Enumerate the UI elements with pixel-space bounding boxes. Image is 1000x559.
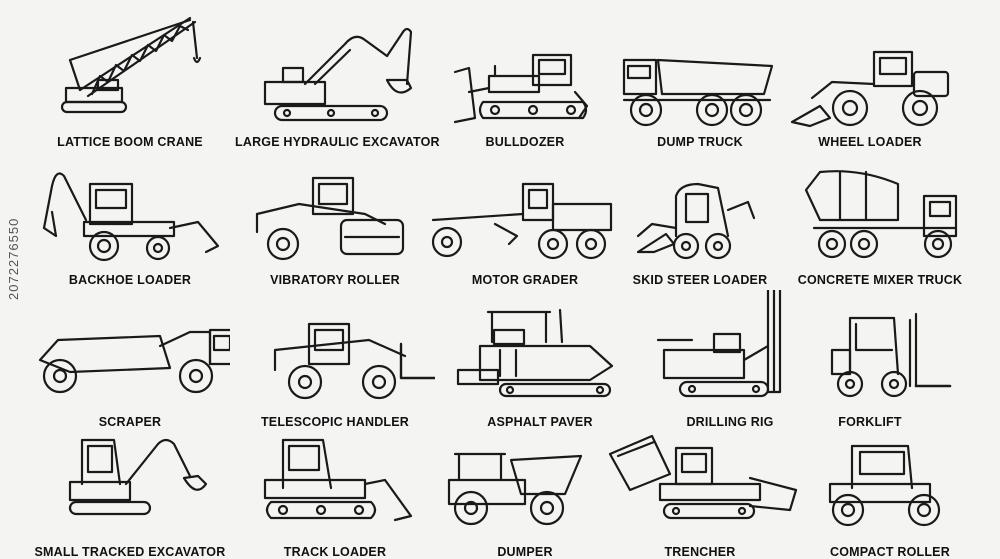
vehicle-label: TELESCOPIC HANDLER	[260, 415, 410, 429]
vehicle-card-forklift: FORKLIFT	[770, 290, 970, 429]
backhoe-loader-icon	[42, 172, 220, 262]
vehicle-label: SKID STEER LOADER	[632, 273, 768, 287]
vehicle-label: ASPHALT PAVER	[487, 415, 593, 429]
skid-steer-loader-icon	[636, 182, 756, 260]
vehicle-card-skid-steer-loader: SKID STEER LOADER	[600, 148, 800, 287]
vehicle-label: WHEEL LOADER	[818, 135, 922, 149]
lattice-boom-crane-icon	[60, 16, 202, 114]
vehicle-label: DUMPER	[497, 545, 553, 559]
vehicle-label: DRILLING RIG	[686, 415, 774, 429]
track-loader-icon	[263, 438, 413, 522]
vehicle-card-drilling-rig: DRILLING RIG	[630, 290, 830, 429]
vehicle-card-motor-grader: MOTOR GRADER	[425, 148, 625, 287]
bulldozer-icon	[453, 53, 589, 124]
vehicle-card-scraper: SCRAPER	[30, 290, 230, 429]
trencher-icon	[608, 434, 798, 520]
asphalt-paver-icon	[456, 308, 614, 398]
vehicle-label: DUMP TRUCK	[657, 135, 743, 149]
vehicle-label: BACKHOE LOADER	[68, 273, 192, 287]
compact-roller-icon	[828, 444, 941, 527]
vehicle-label: BULLDOZER	[485, 135, 565, 149]
vehicle-label: CONCRETE MIXER TRUCK	[797, 273, 963, 287]
vehicle-label: SCRAPER	[98, 415, 162, 429]
vehicle-card-concrete-mixer-truck: CONCRETE MIXER TRUCK	[780, 148, 980, 287]
vehicle-card-dump-truck: DUMP TRUCK	[600, 10, 800, 149]
vehicle-card-trencher: TRENCHER	[600, 420, 800, 559]
vehicle-card-large-hydraulic-excavator: LARGE HYDRAULIC EXCAVATOR	[235, 10, 440, 149]
vehicle-label: TRENCHER	[664, 545, 736, 559]
vehicle-label: VIBRATORY ROLLER	[270, 273, 400, 287]
dump-truck-icon	[622, 58, 774, 127]
vehicle-card-track-loader: TRACK LOADER	[235, 420, 435, 559]
stock-id-text: 2072276550	[6, 217, 21, 300]
scraper-icon	[38, 328, 230, 394]
motor-grader-icon	[431, 182, 613, 260]
vehicle-label: MOTOR GRADER	[471, 273, 579, 287]
vehicle-label: LARGE HYDRAULIC EXCAVATOR	[235, 135, 440, 149]
dumper-icon	[447, 452, 583, 526]
vibratory-roller-icon	[255, 176, 405, 261]
vehicle-label: COMPACT ROLLER	[830, 545, 950, 559]
concrete-mixer-truck-icon	[804, 170, 958, 259]
vehicle-card-telescopic-handler: TELESCOPIC HANDLER	[235, 290, 435, 429]
vehicle-label: TRACK LOADER	[283, 545, 387, 559]
drilling-rig-icon	[656, 290, 782, 398]
vehicle-card-compact-roller: COMPACT ROLLER	[790, 420, 990, 559]
vehicle-card-vibratory-roller: VIBRATORY ROLLER	[235, 148, 435, 287]
vehicle-card-bulldozer: BULLDOZER	[425, 10, 625, 149]
telescopic-handler-icon	[273, 322, 435, 400]
large-hydraulic-excavator-icon	[263, 27, 413, 122]
vehicle-card-wheel-loader: WHEEL LOADER	[770, 10, 970, 149]
vehicle-card-small-tracked-excavator: SMALL TRACKED EXCAVATOR	[30, 420, 230, 559]
small-tracked-excavator-icon	[68, 438, 208, 516]
vehicle-label: FORKLIFT	[838, 415, 902, 429]
vehicle-label: SMALL TRACKED EXCAVATOR	[34, 545, 226, 559]
wheel-loader-icon	[790, 50, 950, 128]
vehicle-card-backhoe-loader: BACKHOE LOADER	[30, 148, 230, 287]
vehicle-card-asphalt-paver: ASPHALT PAVER	[440, 290, 640, 429]
forklift-icon	[830, 312, 952, 398]
vehicle-card-lattice-boom-crane: LATTICE BOOM CRANE	[30, 10, 230, 149]
vehicle-label: LATTICE BOOM CRANE	[57, 135, 203, 149]
vehicle-card-dumper: DUMPER	[425, 420, 625, 559]
